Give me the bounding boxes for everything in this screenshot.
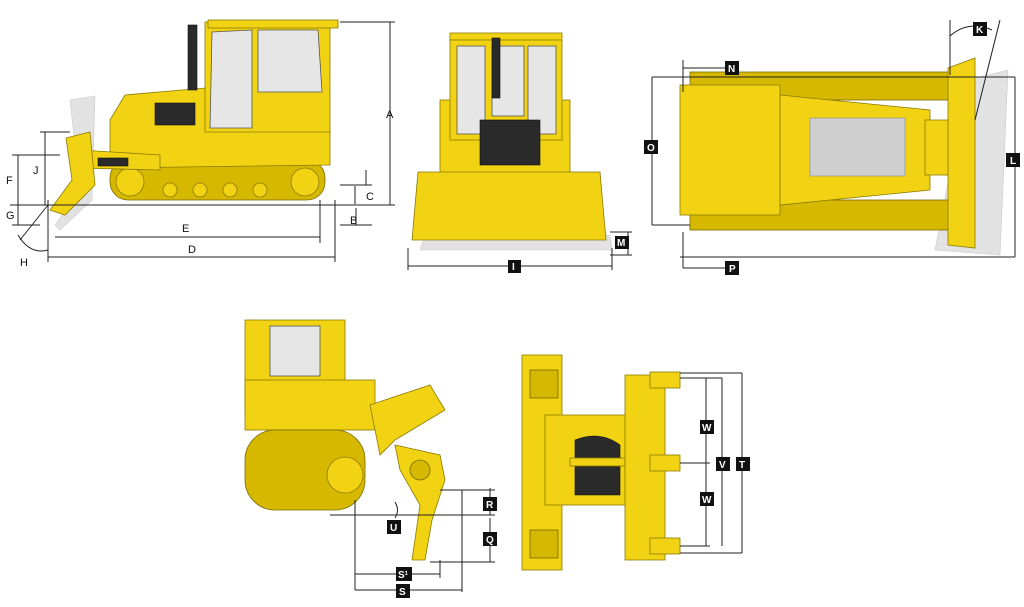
rear-shank-mid: [649, 454, 681, 472]
top-dimensions: [651, 19, 1016, 269]
rear-hitch-bar: [569, 457, 626, 467]
side-track-rollers: [115, 167, 320, 198]
rear-shank-bottom: [649, 537, 681, 555]
front-exhaust-stack: [491, 37, 501, 99]
label-box-t: [736, 457, 750, 471]
side-view: A B C D E F G H J: [6, 19, 395, 269]
label-w1: W: [702, 423, 712, 434]
ripper-cab-window: [269, 325, 321, 377]
front-view: I M: [407, 32, 632, 273]
label-box-o: [644, 140, 658, 154]
label-box-s: [396, 584, 410, 598]
front-blade: [411, 171, 607, 241]
top-view: K L N O P: [644, 19, 1020, 275]
label-s1: S¹: [398, 570, 409, 581]
label-box-k: [973, 22, 987, 36]
rear-lower-block: [529, 529, 559, 559]
label-box-v: [716, 457, 730, 471]
label-box-i: [508, 260, 521, 273]
label-f: F: [6, 175, 13, 187]
side-cab-roof: [207, 19, 339, 29]
label-d: D: [188, 244, 196, 256]
label-box-s1: [396, 567, 412, 581]
ripper-shank: [394, 444, 446, 561]
ripper-side-dimension-labels: R Q U S¹ S: [387, 497, 497, 598]
label-b: B: [350, 215, 357, 227]
label-box-n: [725, 61, 739, 75]
label-i: I: [512, 262, 515, 273]
label-m: M: [617, 238, 625, 249]
label-j: J: [33, 165, 39, 177]
label-v: V: [719, 460, 726, 471]
side-cab-door-window: [209, 29, 253, 129]
label-box-r: [483, 497, 497, 511]
ripper-side-view: R Q U S¹ S: [244, 319, 497, 598]
label-box-q: [483, 532, 497, 546]
label-box-w1: [700, 420, 714, 434]
rear-shank-top: [649, 371, 681, 389]
label-t: T: [739, 460, 745, 471]
label-r: R: [486, 500, 494, 511]
label-box-m: [615, 236, 629, 249]
side-cab-rear-window: [257, 29, 323, 93]
label-a: A: [386, 109, 394, 121]
ripper-rear-dimension-labels: W W V T: [700, 420, 750, 506]
label-box-l: [1006, 153, 1020, 167]
label-n: N: [728, 64, 735, 75]
label-w2: W: [702, 495, 712, 506]
ripper-linkage: [369, 384, 446, 456]
label-p: P: [729, 264, 736, 275]
label-c: C: [366, 191, 374, 203]
label-s: S: [399, 587, 406, 598]
ripper-rear-dimensions: [680, 372, 743, 554]
top-dimension-labels: K L N O P: [644, 22, 1020, 275]
side-exhaust-stack: [187, 24, 198, 91]
front-grille: [479, 119, 541, 166]
ripper-side-dimensions: [330, 488, 495, 592]
ripper-sprocket: [326, 456, 364, 494]
label-h: H: [20, 257, 28, 269]
front-cab-left-window: [456, 45, 486, 135]
side-engine-grille: [154, 102, 196, 126]
label-u: U: [390, 523, 397, 534]
side-blade: [49, 131, 96, 216]
side-dimensions: [10, 21, 395, 262]
label-box-u: [387, 520, 401, 534]
top-engine-deck: [809, 117, 906, 177]
top-blade-frame: [924, 119, 951, 176]
top-rear-body: [679, 84, 781, 216]
ripper-rear-view: W W V T: [521, 354, 750, 571]
label-box-p: [725, 261, 739, 275]
rear-upper-block: [529, 369, 559, 399]
label-q: Q: [486, 535, 494, 546]
label-e: E: [182, 223, 189, 235]
ripper-rear-body: [244, 379, 376, 431]
label-k: K: [976, 25, 984, 36]
front-cab-right-window: [527, 45, 557, 135]
side-tilt-cylinder: [97, 157, 129, 167]
front-dimension-labels: I M: [508, 236, 629, 273]
label-l: L: [1010, 156, 1016, 167]
top-blade: [947, 57, 976, 249]
label-o: O: [647, 143, 655, 154]
label-box-w2: [700, 492, 714, 506]
label-g: G: [6, 210, 15, 222]
ripper-pivot: [409, 459, 431, 481]
side-dimension-labels: A B C D E F G H J: [6, 109, 394, 269]
